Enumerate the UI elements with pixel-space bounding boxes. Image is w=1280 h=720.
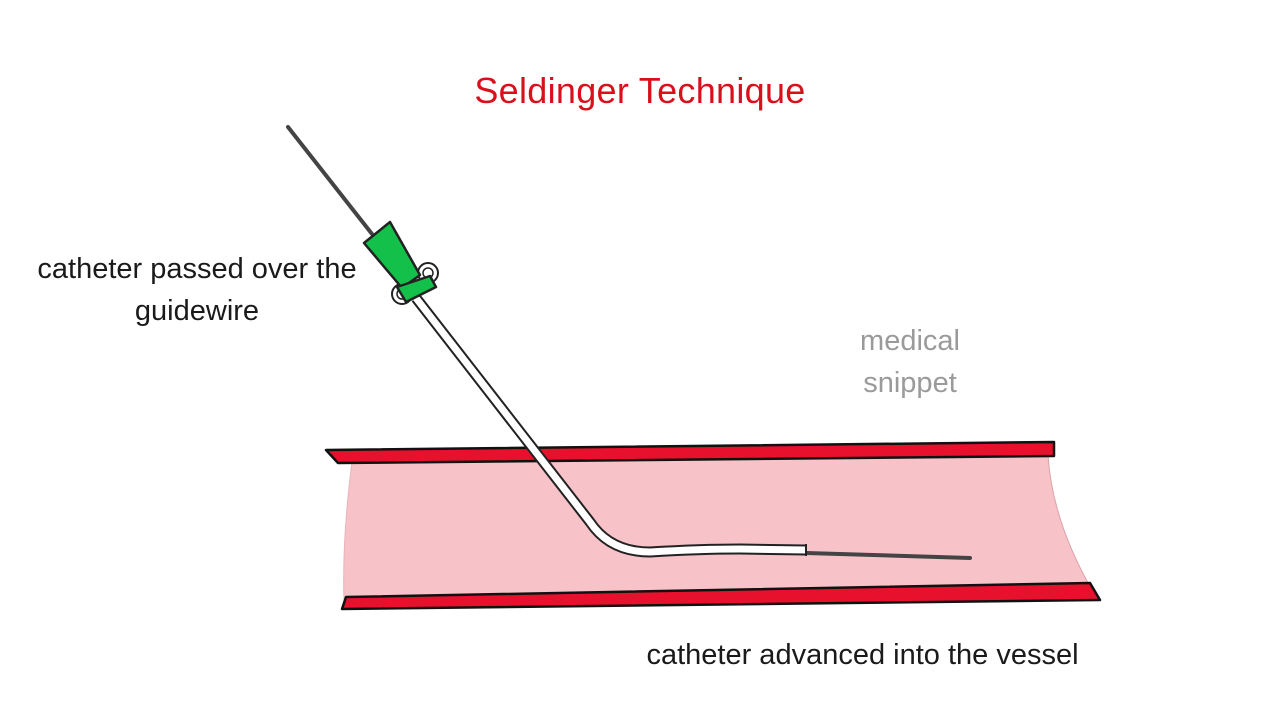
vessel-wall-lower: [340, 581, 1102, 611]
label-catheter-over-guidewire-line2: guidewire: [134, 295, 260, 327]
label-catheter-over-guidewire-line1: catheter passed over the: [37, 253, 357, 285]
vessel-lumen-left-edge: [343, 461, 353, 601]
vessel-wall-upper: [324, 440, 1056, 465]
catheter-hub-collar: [395, 274, 438, 304]
watermark: medical snippet: [830, 320, 990, 404]
catheter-body: [413, 295, 807, 556]
watermark-line1: medical: [860, 325, 960, 357]
vessel-lumen: [343, 455, 1093, 600]
label-catheter-in-vessel: catheter advanced into the vessel: [646, 639, 1079, 671]
label-catheter-over-guidewire: catheter passed over the guidewire: [22, 248, 372, 332]
diagram-title: Seldinger Technique: [474, 70, 806, 111]
watermark-line2: snippet: [863, 367, 957, 399]
vessel-lumen-edge: [1047, 454, 1093, 591]
guidewire-proximal: [286, 125, 374, 236]
guidewire-distal: [804, 551, 972, 560]
catheter-hub: [362, 220, 422, 290]
